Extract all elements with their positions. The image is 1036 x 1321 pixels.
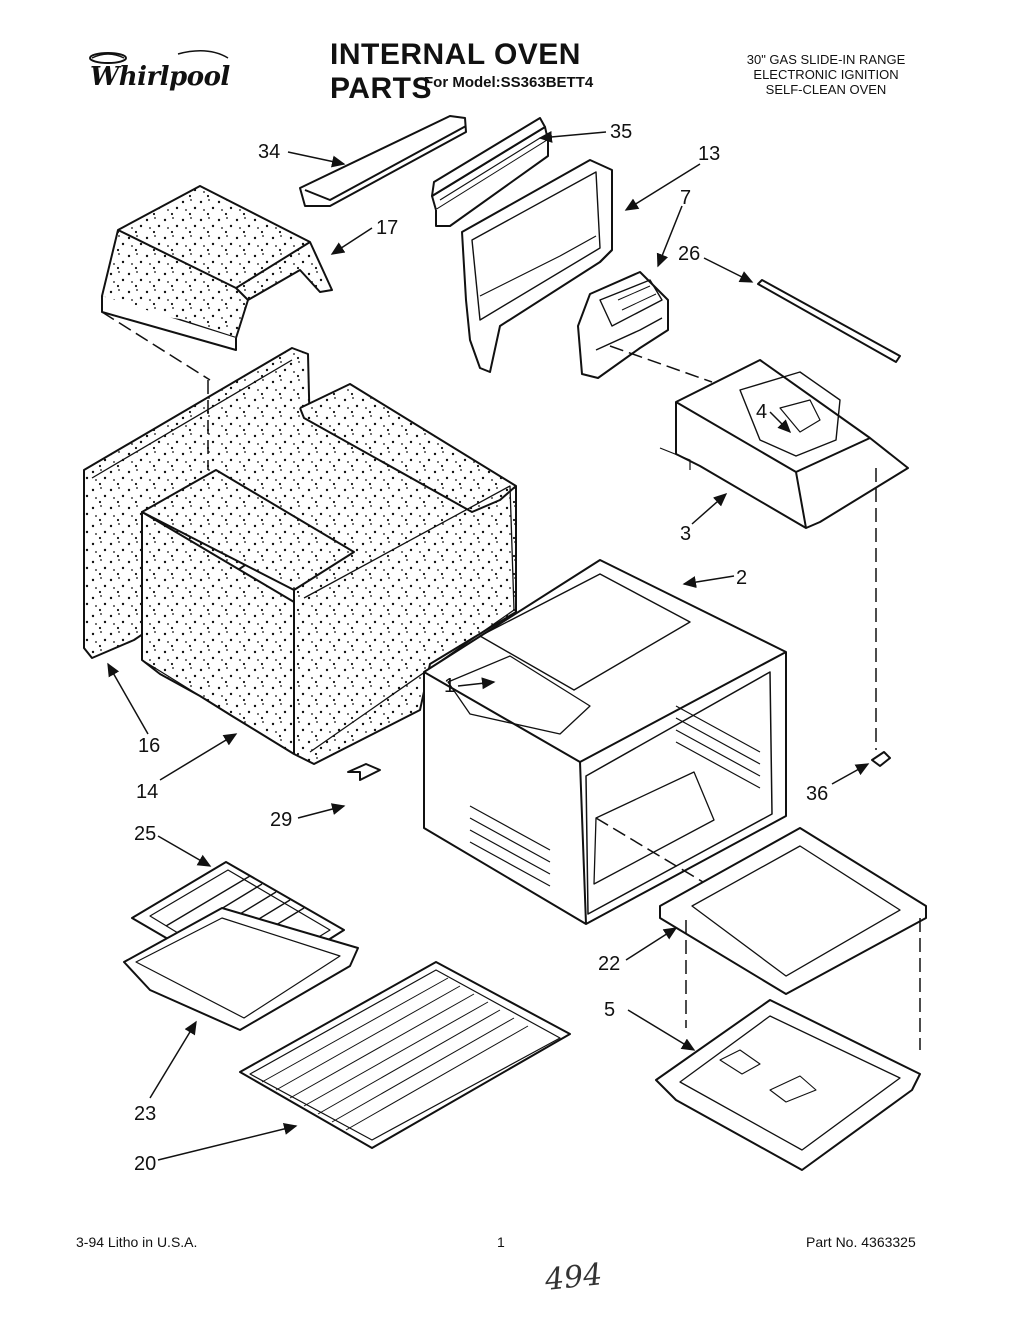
- spec-line: SELF-CLEAN OVEN: [765, 82, 887, 97]
- callout-35: 35: [610, 121, 632, 143]
- brand-wordmark: Whirlpool: [90, 62, 230, 92]
- callout-25: 25: [134, 823, 156, 845]
- callout-22: 22: [598, 953, 620, 975]
- product-spec: 30" GAS SLIDE-IN RANGE ELECTRONIC IGNITI…: [726, 52, 926, 97]
- part-20-oven-rack: [239, 961, 571, 1149]
- model-number: For Model:SS363BETT4: [424, 74, 594, 91]
- callout-29: 29: [270, 809, 292, 831]
- part-23-broiler-pan: [123, 907, 359, 1031]
- part-36-clip: [871, 751, 891, 767]
- part-3-burner-box: [659, 359, 909, 529]
- callout-2: 2: [736, 567, 747, 589]
- part-22-oven-bottom: [659, 827, 927, 995]
- callout-4: 4: [756, 401, 767, 423]
- callout-26: 26: [678, 243, 700, 265]
- part-13-rear-panel: [461, 159, 613, 373]
- callout-34: 34: [258, 141, 280, 163]
- handwritten-note: 494: [543, 1257, 604, 1298]
- callout-3: 3: [680, 523, 691, 545]
- part-5-burner-pan: [655, 999, 921, 1171]
- callout-20: 20: [134, 1153, 156, 1175]
- part-17-top-insulation: [101, 185, 333, 351]
- page-number: 1: [497, 1234, 505, 1250]
- callout-leaders: [107, 130, 870, 1161]
- spec-line: ELECTRONIC IGNITION: [753, 67, 899, 82]
- spec-line: 30" GAS SLIDE-IN RANGE: [746, 52, 906, 67]
- callout-5: 5: [604, 999, 615, 1021]
- part-14-wrap-insulation: [141, 383, 517, 765]
- part-number: Part No. 4363325: [806, 1234, 916, 1250]
- part-26-rod: [757, 279, 901, 363]
- callout-7: 7: [680, 187, 691, 209]
- part-35-baffle: [431, 117, 549, 227]
- callout-1: 1: [444, 675, 455, 697]
- print-date: 3-94 Litho in U.S.A.: [76, 1234, 198, 1250]
- callout-16: 16: [138, 735, 160, 757]
- callout-13: 13: [698, 143, 720, 165]
- callout-14: 14: [136, 781, 158, 803]
- part-7-burner-baffle: [577, 271, 669, 379]
- callout-23: 23: [134, 1103, 156, 1125]
- part-34-vent-duct: [299, 115, 467, 207]
- whirlpool-logo: Whirlpool: [78, 48, 238, 104]
- page-title: INTERNAL OVEN PARTS: [330, 38, 581, 105]
- callout-17: 17: [376, 217, 398, 239]
- callout-36: 36: [806, 783, 828, 805]
- part-29-clip: [347, 763, 381, 781]
- part-2-oven-cavity: [423, 559, 787, 925]
